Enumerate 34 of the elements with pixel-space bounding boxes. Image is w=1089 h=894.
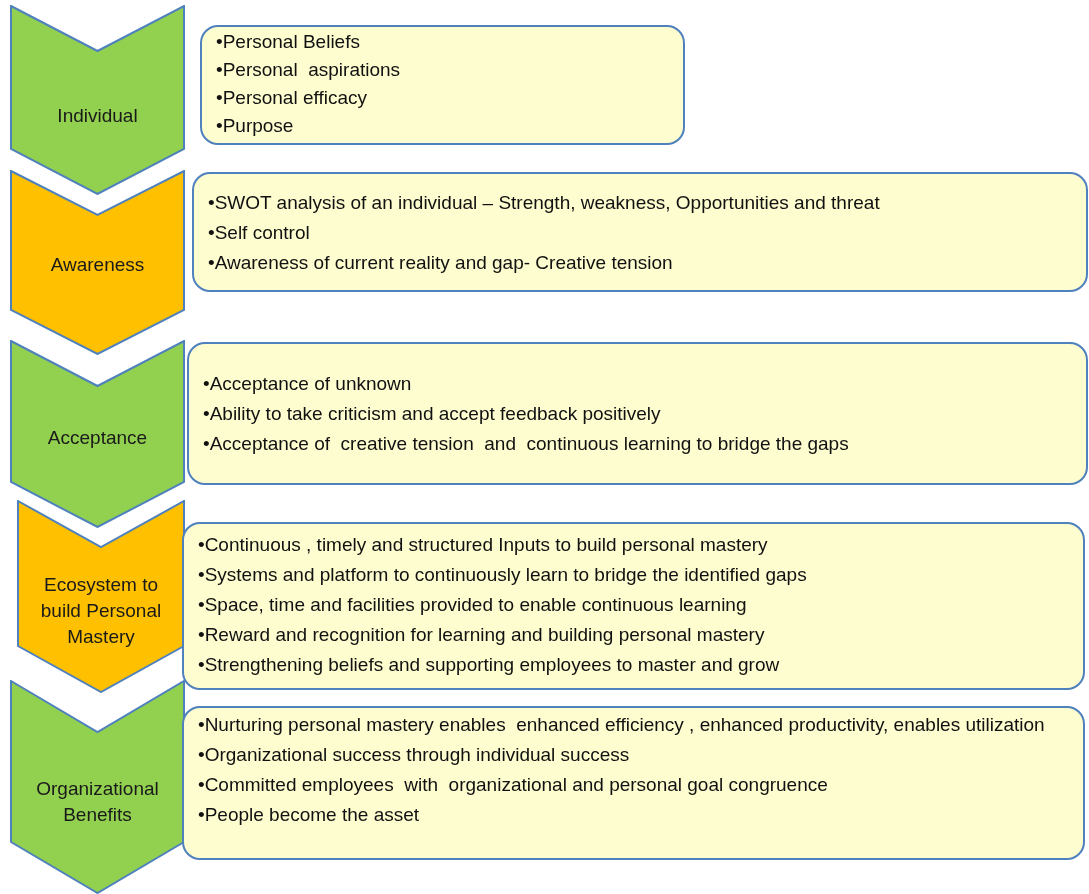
step-label: Awareness <box>49 253 146 277</box>
bullet-item: •Ability to take criticism and accept feedback positively <box>203 402 662 426</box>
bullet-panel <box>187 342 1088 485</box>
bullet-item: •Space, time and facilities provided to enable continuous learning <box>198 593 748 617</box>
step-label: Ecosystem to build Personal Mastery <box>39 573 163 649</box>
step-label: Organizational Benefits <box>35 777 160 827</box>
step-label: Acceptance <box>46 426 149 450</box>
bullet-item: •Personal efficacy <box>216 86 368 110</box>
bullet-item: •Awareness of current reality and gap- Creative tension <box>208 251 674 275</box>
bullet-item: •Committed employees with organizational and personal goal congruence <box>198 773 829 797</box>
bullet-item: •SWOT analysis of an individual – Strength, weakness, Opportunities and threat <box>208 191 881 215</box>
bullet-item: •Nurturing personal mastery enables enhanced efficiency , enhanced productivity, enables utilization <box>198 713 1046 737</box>
bullet-item: •Self control <box>208 221 311 245</box>
bullet-item: •Reward and recognition for learning and building personal mastery <box>198 623 766 647</box>
bullet-item: •Purpose <box>216 114 295 138</box>
bullet-item: •Personal Beliefs <box>216 30 361 54</box>
bullet-item: •Acceptance of creative tension and continuous learning to bridge the gaps <box>203 432 850 456</box>
chevron-step <box>10 5 185 195</box>
chevron-step <box>10 340 185 528</box>
bullet-item: •Acceptance of unknown <box>203 372 413 396</box>
bullet-panel <box>182 706 1085 860</box>
bullet-item: •Continuous , timely and structured Inputs to build personal mastery <box>198 533 769 557</box>
chevron-step <box>10 170 185 355</box>
bullet-item: •Organizational success through individual success <box>198 743 631 767</box>
chevron-step <box>17 500 185 693</box>
bullet-item: •Personal aspirations <box>216 58 402 82</box>
step-label: Individual <box>56 104 139 128</box>
bullet-panel <box>182 522 1085 690</box>
bullet-item: •Systems and platform to continuously learn to bridge the identified gaps <box>198 563 808 587</box>
bullet-item: •Strengthening beliefs and supporting employees to master and grow <box>198 653 781 677</box>
bullet-item: •People become the asset <box>198 803 421 827</box>
bullet-panel <box>192 172 1088 292</box>
bullet-panel <box>200 25 685 145</box>
chevron-step <box>10 680 185 894</box>
